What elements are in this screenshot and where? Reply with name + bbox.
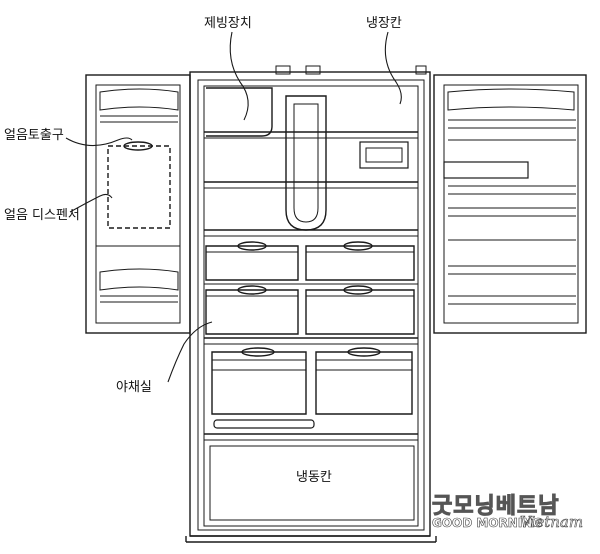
label-ice-outlet: 얼음토출구 xyxy=(4,128,64,143)
right-door xyxy=(433,74,587,334)
label-vegetable: 야채실 xyxy=(116,380,152,395)
leader-lines xyxy=(65,31,402,383)
label-fridge: 냉장칸 xyxy=(366,16,402,31)
label-ice-maker: 제빙장치 xyxy=(204,16,252,31)
freezer-compartment xyxy=(204,347,418,521)
control-box xyxy=(359,141,409,169)
label-freezer: 냉동칸 xyxy=(296,470,332,485)
ice-outlet xyxy=(123,141,153,151)
label-ice-dispenser: 얼음 디스펜서 xyxy=(4,208,80,223)
watermark-english-1: GOOD MORNING xyxy=(432,516,543,531)
fridge-compartment xyxy=(204,87,418,345)
watermark-english-2: Vietnam xyxy=(520,513,584,532)
ice-maker-box xyxy=(206,87,273,137)
watermark: 굿모닝베트남 GOOD MORNING Vietnam xyxy=(431,488,592,538)
left-door xyxy=(85,74,191,334)
ice-chute xyxy=(285,95,327,231)
watermark-korean: 굿모닝베트남 xyxy=(431,493,560,520)
ice-dispenser-recess xyxy=(107,145,171,229)
cabinet xyxy=(185,65,437,543)
